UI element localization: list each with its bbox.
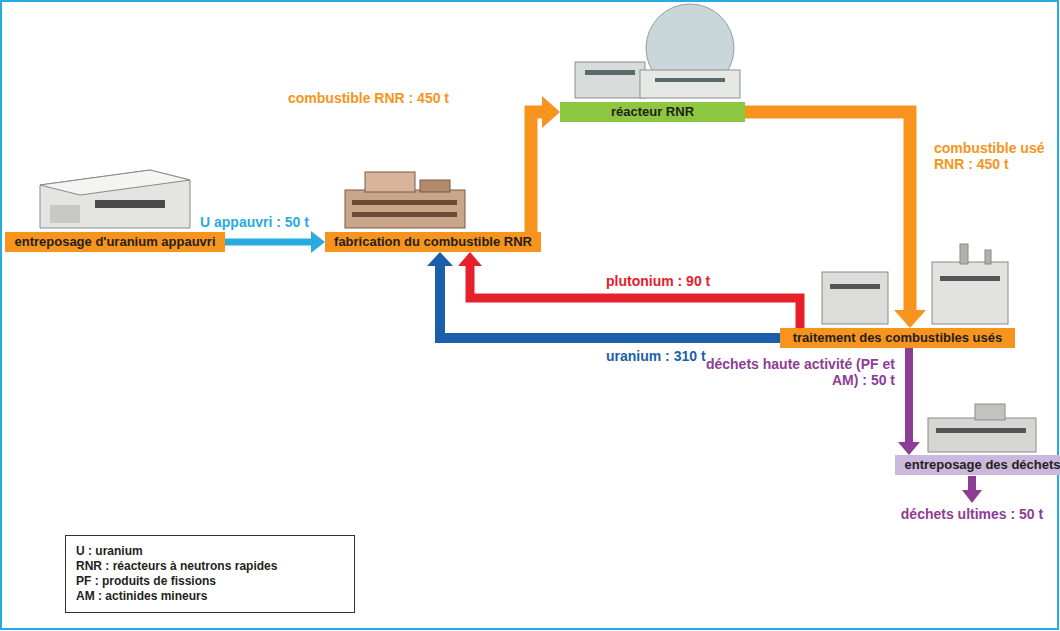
flow-arrow (898, 348, 920, 455)
arrow-shaft (905, 348, 913, 443)
waste-storage-illustration (928, 404, 1036, 452)
flow-arrow (458, 252, 800, 328)
flow-arrow (225, 231, 325, 253)
flow-arrow (531, 96, 560, 232)
output-label: déchets ultimes : 50 t (880, 506, 1060, 522)
flow-label: combustible usé RNR : 450 t (934, 140, 1052, 172)
legend-entry: PF : produits de fissions (76, 574, 216, 589)
warehouse-illustration (40, 170, 190, 228)
legend-entry: RNR : réacteurs à neutrons rapides (76, 559, 277, 574)
factory-illustration (345, 172, 465, 228)
reactor-illustration (575, 4, 740, 98)
output-arrow (962, 476, 982, 503)
flow-label: uranium : 310 t (606, 348, 706, 364)
arrow-head (458, 252, 482, 266)
flow-label: déchets haute activité (PF et AM) : 50 t (690, 356, 895, 388)
flow-label: plutonium : 90 t (606, 273, 710, 289)
label-box: fabrication du combustible RNR (325, 232, 541, 252)
legend-entry: AM : actinides mineurs (76, 589, 207, 604)
box-label: fabrication du combustible RNR (334, 234, 532, 250)
arrow-shaft (225, 239, 312, 246)
arrow-head (894, 310, 926, 328)
arrow-head (542, 96, 560, 128)
arrow-shaft (440, 265, 780, 338)
box-label: entreposage d'uranium appauvri (14, 234, 215, 250)
arrow-shaft (531, 112, 543, 232)
box-label: entreposage des déchets (904, 457, 1060, 473)
arrow-head (311, 231, 325, 253)
legend-entry: U : uranium (76, 544, 143, 559)
flow-arrow (427, 252, 780, 338)
flow-label: combustible RNR : 450 t (288, 90, 449, 106)
label-box: traitement des combustibles usés (780, 328, 1015, 348)
label-box: entreposage des déchets (895, 455, 1060, 475)
arrow-shaft (470, 265, 800, 328)
arrow-head (898, 442, 920, 455)
label-box: entreposage d'uranium appauvri (5, 232, 225, 252)
label-box: réacteur RNR (560, 102, 745, 122)
flow-label: U appauvri : 50 t (200, 214, 309, 230)
arrow-head (427, 252, 453, 266)
arrow-shaft (745, 112, 910, 311)
box-label: traitement des combustibles usés (793, 330, 1003, 346)
box-label: réacteur RNR (611, 104, 694, 120)
legend-box: U : uraniumRNR : réacteurs à neutrons ra… (65, 535, 355, 613)
